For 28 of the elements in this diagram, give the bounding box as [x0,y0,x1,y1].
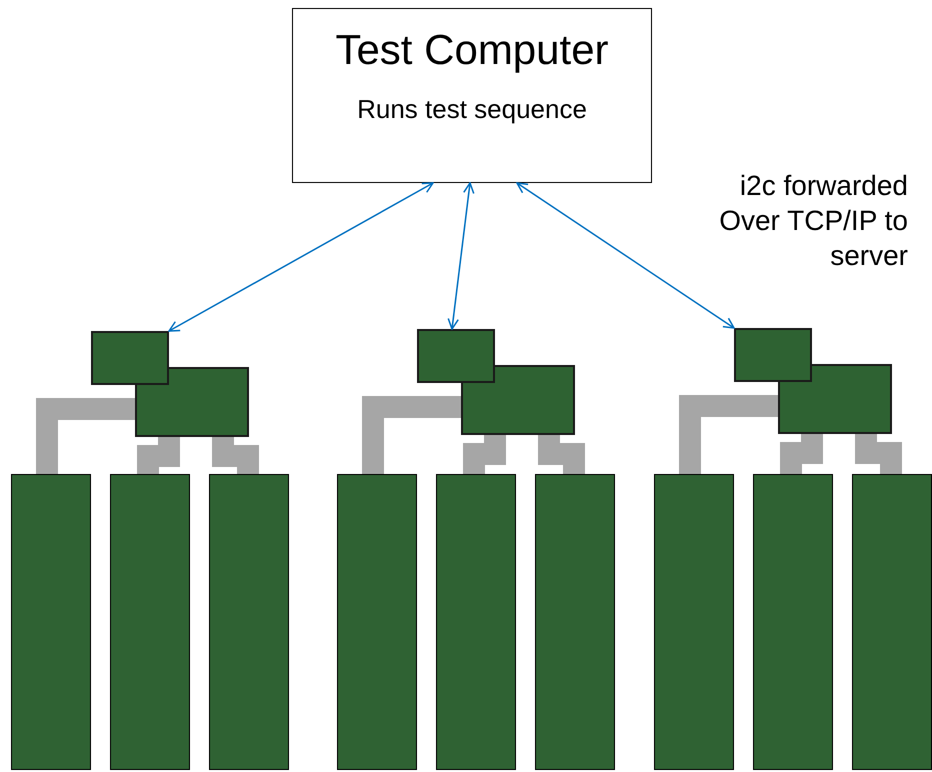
board-card [753,474,833,770]
computer-box [292,8,652,183]
circuit-board [734,328,812,382]
cable [463,435,506,474]
board-card [654,474,734,770]
board-card [110,474,190,770]
double-arrow [448,182,474,330]
cable [855,434,902,474]
cable [137,437,180,474]
circuit-board [461,365,575,435]
circuit-board [417,329,495,383]
circuit-board [91,331,169,385]
circuit-board [778,364,892,434]
board-card [337,474,417,770]
board-card [11,474,91,770]
note-text: i2c forwarded Over TCP/IP to server [718,169,908,273]
board-card [852,474,932,770]
cable [212,437,259,474]
board-card [209,474,289,770]
cable [780,434,823,474]
board-card [436,474,516,770]
circuit-board [135,367,249,437]
double-arrow [516,182,735,329]
box-title: Test Computer [335,25,609,75]
double-arrow [168,182,434,332]
board-card [535,474,615,770]
box-subtitle: Runs test sequence [357,93,587,125]
cable [538,435,585,474]
